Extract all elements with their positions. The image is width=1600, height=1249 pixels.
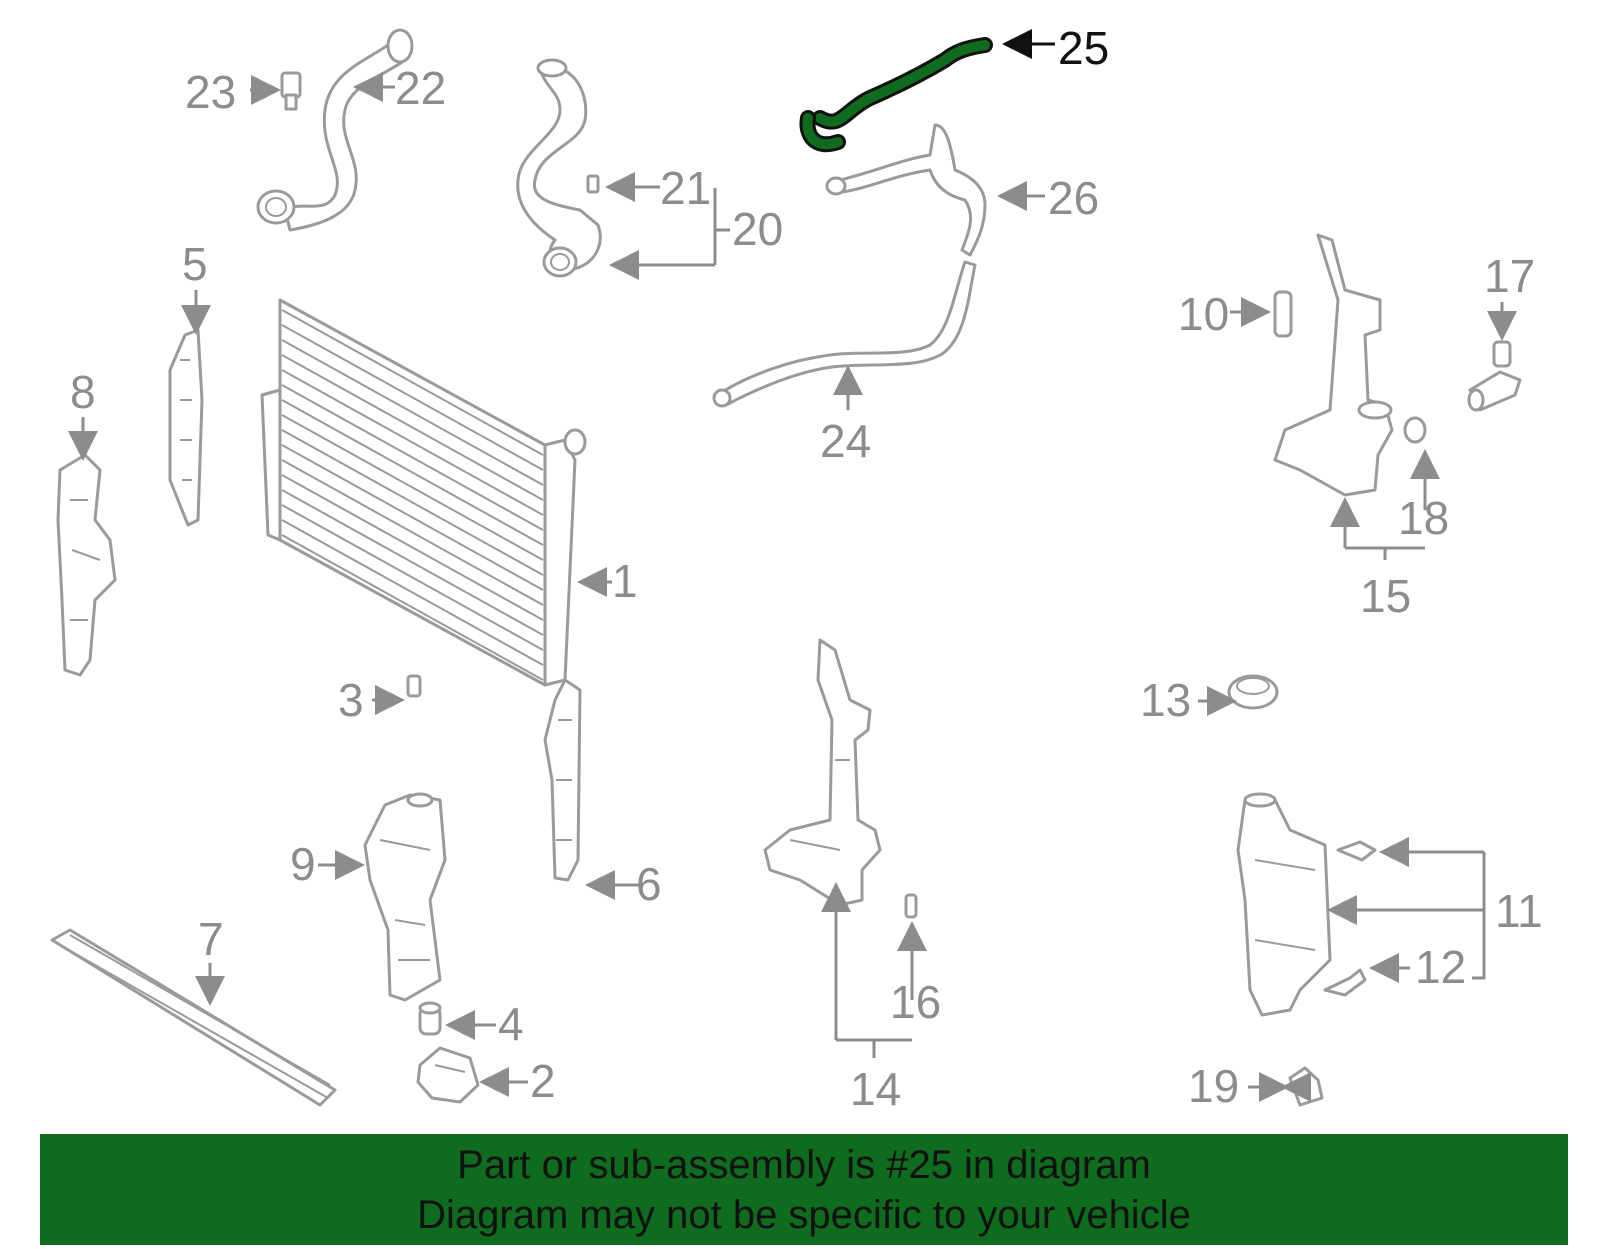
label-14: 14: [850, 1063, 901, 1115]
label-24: 24: [820, 415, 871, 467]
bracket-15: [1273, 233, 1394, 497]
screw-16: [904, 893, 918, 919]
clip-12: [1323, 968, 1367, 997]
rail-7: [50, 928, 337, 1107]
seal-18: [1403, 416, 1427, 444]
bracket-14: [763, 638, 882, 907]
label-3: 3: [338, 674, 364, 726]
bracket-8: [56, 453, 117, 677]
label-25: 25: [1058, 22, 1109, 74]
hose-20: [516, 58, 602, 278]
label-9: 9: [290, 838, 316, 890]
label-15: 15: [1360, 570, 1411, 622]
bumper-10: [1273, 290, 1293, 338]
label-4: 4: [498, 998, 524, 1050]
label-16: 16: [890, 976, 941, 1028]
banner-line-2: Diagram may not be specific to your vehi…: [417, 1193, 1191, 1237]
info-banner: Part or sub-assembly is #25 in diagram D…: [40, 1134, 1568, 1245]
label-2: 2: [530, 1055, 556, 1107]
label-6: 6: [636, 858, 662, 910]
hose-24: [712, 260, 977, 408]
label-13: 13: [1140, 674, 1191, 726]
mount-2: [416, 1046, 480, 1104]
clip-21: [586, 174, 600, 194]
label-19: 19: [1188, 1060, 1239, 1112]
fitting-23: [280, 71, 302, 111]
grommet-4: [418, 1001, 442, 1036]
cap-13: [1227, 674, 1279, 710]
clip-3: [406, 674, 422, 698]
valve-17: [1467, 340, 1522, 412]
label-20: 20: [732, 203, 783, 255]
part-labels: 1 2 3 4 5 6 7 8 9 10 11 12 13 14 15 16 1…: [70, 22, 1543, 1115]
label-18: 18: [1398, 492, 1449, 544]
label-11: 11: [1495, 885, 1543, 937]
label-5: 5: [182, 238, 208, 290]
radiator-1: [260, 298, 587, 687]
hose-22: [256, 28, 414, 232]
label-23: 23: [185, 66, 236, 118]
leader-lines: [68, 29, 1517, 1102]
label-10: 10: [1178, 288, 1229, 340]
label-1: 1: [612, 555, 638, 607]
label-22: 22: [395, 62, 446, 114]
bracket-6: [543, 678, 582, 882]
hose-25-highlighted: [799, 37, 993, 153]
label-7: 7: [198, 913, 224, 965]
label-12: 12: [1415, 941, 1466, 993]
hose-26: [825, 123, 987, 257]
tank-11: [1236, 792, 1332, 1017]
bracket-5: [168, 328, 204, 527]
cover-11: [1336, 840, 1377, 862]
label-17: 17: [1484, 250, 1535, 302]
reservoir-9: [363, 792, 447, 1002]
banner-line-1: Part or sub-assembly is #25 in diagram: [457, 1143, 1151, 1187]
label-21: 21: [660, 162, 711, 214]
label-26: 26: [1048, 172, 1099, 224]
bracket-19: [1288, 1066, 1324, 1107]
label-8: 8: [70, 366, 96, 418]
